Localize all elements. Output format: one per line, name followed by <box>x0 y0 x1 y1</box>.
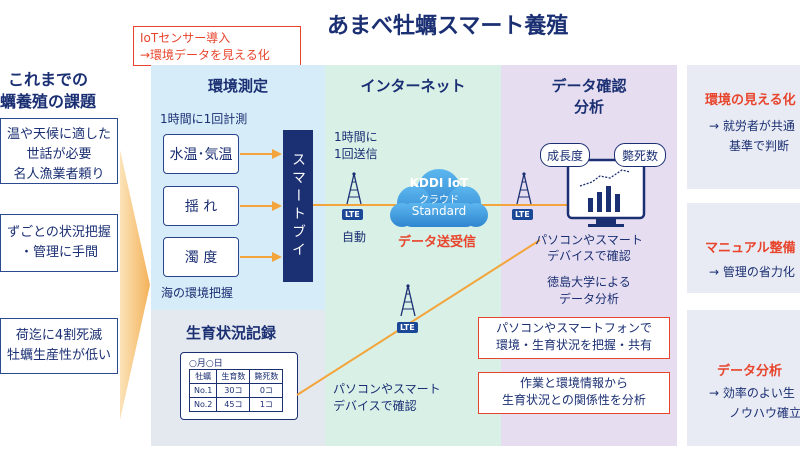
badge-death: 斃死数 <box>614 143 666 167</box>
issue-card-2-line2: ・管理に手間 <box>19 245 98 260</box>
lte-badge: LTE <box>397 322 418 333</box>
issue-card-3-line2: 牡蠣生産性が低い <box>6 348 111 363</box>
monitor-chart-icon <box>566 158 646 227</box>
iot-intro-line1: IoTセンサー導入 <box>140 31 231 45</box>
lte-badge: LTE <box>512 209 533 220</box>
cloud-label-1: KDDI IoT <box>409 176 469 190</box>
issue-card-1-line1: 温や天候に適した <box>6 127 111 142</box>
env-caption: 海の環境把握 <box>161 286 234 300</box>
antenna-icon <box>346 172 362 205</box>
iot-intro-line2: →環境データを見える化 <box>140 48 270 62</box>
transition-arrow <box>120 150 150 420</box>
data-header-2: 分析 <box>573 98 604 116</box>
internet-pc-2: デバイスで確認 <box>333 399 417 413</box>
table-cell: 45コ <box>216 397 251 412</box>
table-cell: 1コ <box>249 397 284 412</box>
lte-badge: LTE <box>342 209 363 220</box>
cloud-label-2: クラウド <box>419 195 459 206</box>
cloud-icon <box>390 169 488 227</box>
result-card-2-line1: → 管理の省力化 <box>709 265 795 279</box>
internet-pc-1: パソコンやスマート <box>333 382 441 396</box>
share-status-box: パソコンやスマートフォンで 環境・生育状況を把握・共有 <box>478 317 670 359</box>
result-card-3-line2: ノウハウ確立 <box>729 406 800 420</box>
badge-growth: 成長度 <box>540 143 590 167</box>
growth-table: 牡蠣 生育数 斃死数 No.1 30コ 0コ No.2 45コ 1コ <box>188 369 284 412</box>
growth-record-sheet: ○月○日 牡蠣 生育数 斃死数 No.1 30コ 0コ No.2 45コ 1コ <box>180 352 298 420</box>
data-pc-1: パソコンやスマート <box>535 233 643 247</box>
table-row: No.1 30コ 0コ <box>188 383 284 398</box>
iot-intro-tag: IoTセンサー導入 →環境データを見える化 <box>133 26 301 66</box>
result-card-manual: マニュアル整備 → 管理の省力化 <box>687 203 800 293</box>
left-heading-2: 蠣養殖の課題 <box>0 92 97 111</box>
internet-header: インターネット <box>360 77 466 95</box>
result-card-visualization: 環境の見える化 → 就労者が共通 基準で判断 <box>687 65 800 189</box>
badge-growth-label: 成長度 <box>546 148 583 163</box>
env-frequency: 1時間に1回計測 <box>160 112 248 126</box>
growth-date: ○月○日 <box>189 359 223 369</box>
share-status-line1: パソコンやスマートフォンで <box>496 321 652 335</box>
issue-card-2: ずごとの状況把握 ・管理に手間 <box>0 214 118 272</box>
issue-card-2-line1: ずごとの状況把握 <box>7 225 111 240</box>
table-row: No.2 45コ 1コ <box>188 397 284 412</box>
internet-panel <box>325 65 501 446</box>
result-card-3-line1: → 効率のよい生 <box>709 386 795 400</box>
issue-card-1-line3: 名人漁業者頼り <box>13 167 105 182</box>
table-cell: No.2 <box>188 397 218 412</box>
antenna-icon <box>400 284 416 317</box>
result-card-1-title: 環境の見える化 <box>705 93 796 108</box>
sensor-temperature: 水温･気温 <box>163 134 239 174</box>
issue-card-3-line1: 荷迄に4割死滅 <box>15 328 103 343</box>
badge-death-label: 斃死数 <box>621 148 658 163</box>
result-card-3-title: データ分析 <box>717 364 783 379</box>
sensor-turbidity: 濁 度 <box>163 237 239 277</box>
issue-card-1: 温や天候に適した 世話が必要 名人漁業者頼り <box>0 118 118 184</box>
page-title: あまべ牡蠣スマート養殖 <box>327 14 569 39</box>
issue-card-3: 荷迄に4割死滅 牡蠣生産性が低い <box>0 318 118 374</box>
data-header-1: データ確認 <box>551 77 627 95</box>
result-card-2-title: マニュアル整備 <box>705 241 796 256</box>
data-pc-2: デバイスで確認 <box>547 249 631 263</box>
cloud-label-3: Standard <box>411 204 467 218</box>
analysis-box: 作業と環境情報から 生育状況との関係性を分析 <box>478 372 670 414</box>
growth-header: 生育状況記録 <box>186 324 277 342</box>
sensor-shaking: 揺 れ <box>163 186 239 226</box>
result-card-1-line1: → 就労者が共通 <box>709 119 795 133</box>
smart-buoy: スマートブイ <box>283 130 313 282</box>
data-uni-2: データ分析 <box>558 292 619 306</box>
data-uni-1: 徳島大学による <box>547 275 631 289</box>
result-card-1-line2: 基準で判断 <box>729 139 790 153</box>
internet-auto: 自動 <box>342 230 367 244</box>
data-send-receive: データ送受信 <box>398 235 477 250</box>
sensor-arrows <box>240 149 282 262</box>
env-header: 環境測定 <box>207 77 268 95</box>
smart-buoy-label: スマートブイ <box>290 152 306 260</box>
analysis-line1: 作業と環境情報から <box>519 376 628 390</box>
issue-card-1-line2: 世話が必要 <box>26 147 92 162</box>
internet-frequency-1: 1時間に <box>334 130 378 144</box>
analysis-line2: 生育状況との関係性を分析 <box>502 393 646 407</box>
share-status-line2: 環境・生育状況を把握・共有 <box>495 338 652 352</box>
result-card-analysis: データ分析 → 効率のよい生 ノウハウ確立 <box>687 310 800 446</box>
internet-frequency-2: 1回送信 <box>334 147 378 161</box>
growth-th-oyster: 牡蠣 <box>188 369 218 384</box>
antenna-icon <box>516 172 532 205</box>
left-heading-1: これまでの <box>8 70 89 89</box>
